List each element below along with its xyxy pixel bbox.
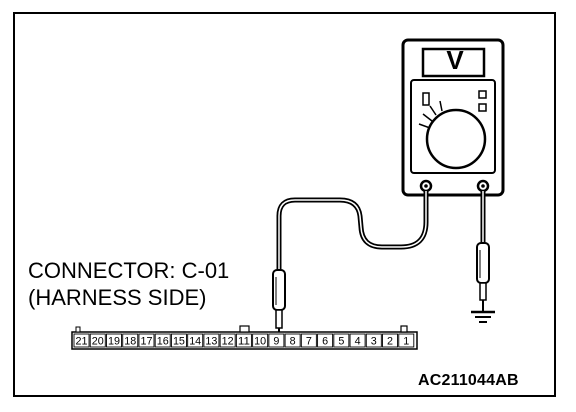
connector-pin-probed: 9 xyxy=(273,336,279,348)
figure-id: AC211044AB xyxy=(418,372,519,389)
meter-button-icon xyxy=(478,103,487,112)
connector-pin-cell xyxy=(333,333,350,348)
ground-icon xyxy=(471,310,495,323)
connector-pin-number: 20 xyxy=(92,336,104,348)
connector-pin-number: 1 xyxy=(403,336,409,348)
connector-pin-cell xyxy=(252,333,269,348)
connector-pin-cell xyxy=(235,333,252,348)
meter-mode-letter: V xyxy=(446,45,464,75)
connector-pin-number: 19 xyxy=(108,336,120,348)
connector-pin-number: 10 xyxy=(254,336,266,348)
connector-label: CONNECTOR: C-01 xyxy=(28,258,230,283)
meter-button-icon xyxy=(478,90,487,99)
probe-lead-ground xyxy=(476,191,490,312)
connector-pin-cell xyxy=(154,333,171,348)
connector-pin-cell xyxy=(268,333,285,348)
connector-pin-cell xyxy=(300,333,317,348)
connector-pin-number: 17 xyxy=(140,336,152,348)
connector-pin-cell xyxy=(170,333,187,348)
connector-pin-cell xyxy=(398,333,415,348)
meter-display xyxy=(421,47,486,78)
probe-lead-positive xyxy=(272,191,429,336)
connector-lock-tab-icon xyxy=(239,325,250,333)
connector-pin-number: 15 xyxy=(173,336,185,348)
connector-pin-cell xyxy=(219,333,236,348)
connector-pin-cell xyxy=(73,333,90,348)
connector-pin-number: 3 xyxy=(371,336,377,348)
meter-button-icon xyxy=(422,92,430,106)
connector-pin-number: 11 xyxy=(238,336,250,348)
connector-pin-number: 18 xyxy=(124,336,136,348)
connector-pin-cell xyxy=(382,333,399,348)
voltmeter xyxy=(401,38,505,197)
connector-pin-cell xyxy=(203,333,220,348)
connector-lock-tab-icon xyxy=(400,325,408,333)
rotary-dial-icon xyxy=(425,108,487,170)
connector-pin-number: 2 xyxy=(387,336,393,348)
connector-pin-number: 4 xyxy=(355,336,361,348)
connector-pin-cell xyxy=(122,333,139,348)
connector-pin-number: 14 xyxy=(189,336,201,348)
diagram-frame xyxy=(13,12,556,397)
connector-pin-number: 13 xyxy=(205,336,217,348)
connector-pin-cell xyxy=(187,333,204,348)
connector-pin-cell xyxy=(365,333,382,348)
connector-pin-cell xyxy=(284,333,301,348)
connector-pin-number: 6 xyxy=(322,336,328,348)
connector-pin-number: 16 xyxy=(157,336,169,348)
connector-side-label: (HARNESS SIDE) xyxy=(28,285,207,310)
connector-pin-number: 21 xyxy=(76,336,88,348)
connector-pin-cell xyxy=(317,333,334,348)
connector-pin-cell xyxy=(138,333,155,348)
connector-pin-cell xyxy=(106,333,122,348)
connector-pin-cell xyxy=(349,333,366,348)
connector-pin-cell xyxy=(89,333,106,348)
connector-pin-number: 5 xyxy=(338,336,344,348)
connector-pin-number: 8 xyxy=(290,336,296,348)
connector-pin-number: 7 xyxy=(306,336,312,348)
connector-pin-number: 12 xyxy=(222,336,234,348)
